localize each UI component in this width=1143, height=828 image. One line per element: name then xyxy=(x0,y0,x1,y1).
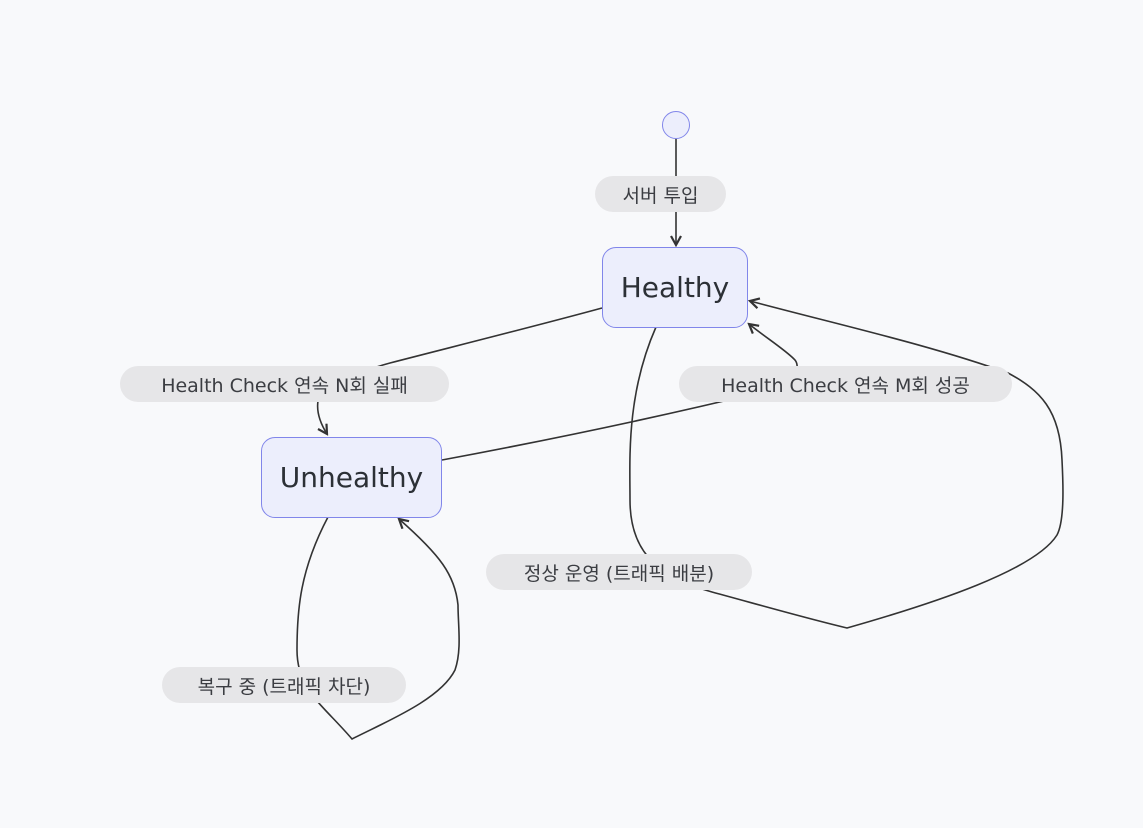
state-healthy: Healthy xyxy=(602,247,748,328)
transition-label-text: Health Check 연속 N회 실패 xyxy=(161,374,408,397)
transition-label-text: 복구 중 (트래픽 차단) xyxy=(197,675,371,698)
transition-label-unhealthy-self: 복구 중 (트래픽 차단) xyxy=(162,667,406,703)
transition-label-start-to-healthy: 서버 투입 xyxy=(595,176,726,212)
state-unhealthy: Unhealthy xyxy=(261,437,442,518)
transition-label-text: 정상 운영 (트래픽 배분) xyxy=(523,562,715,585)
transition-label-text: 서버 투입 xyxy=(622,184,699,207)
transition-label-text: Health Check 연속 M회 성공 xyxy=(721,374,970,397)
state-unhealthy-label: Unhealthy xyxy=(279,461,424,494)
transition-label-unhealthy-to-healthy: Health Check 연속 M회 성공 xyxy=(679,366,1012,402)
transition-label-healthy-self: 정상 운영 (트래픽 배분) xyxy=(486,554,752,590)
initial-state-dot xyxy=(662,111,690,139)
edge-unhealthy-self-loop xyxy=(296,516,460,741)
transition-label-healthy-to-unhealthy: Health Check 연속 N회 실패 xyxy=(120,366,449,402)
state-healthy-label: Healthy xyxy=(620,271,730,304)
